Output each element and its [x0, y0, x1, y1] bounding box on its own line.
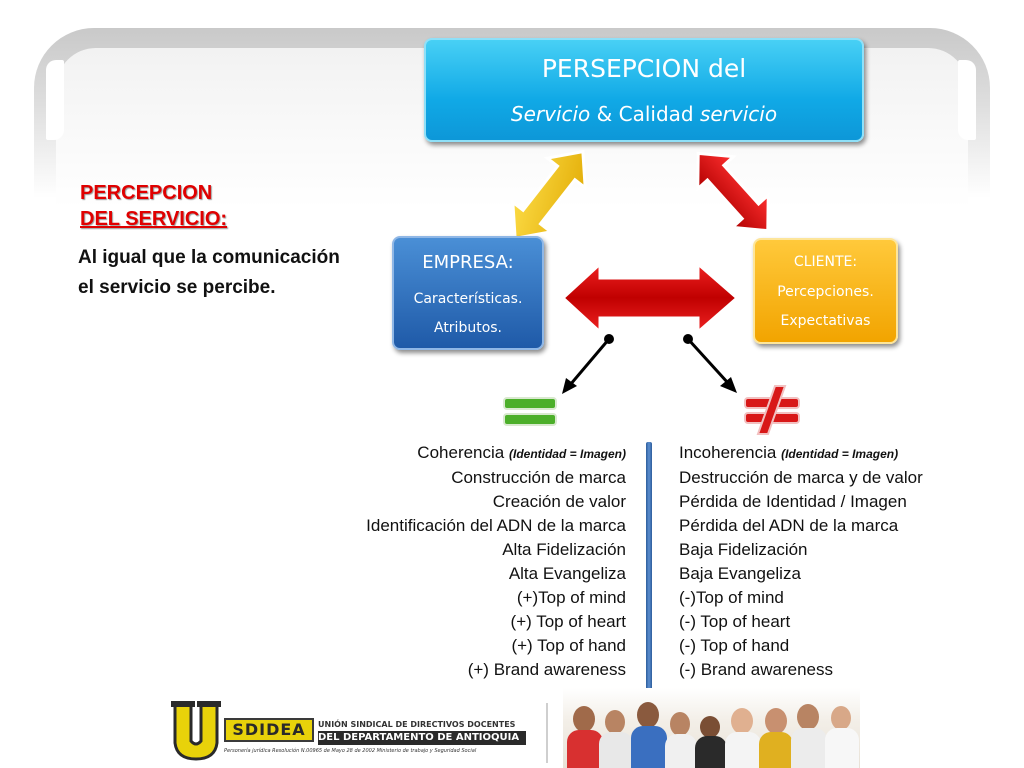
left-heading-line1: PERCEPCION	[80, 182, 213, 204]
coherence-item: (+) Top of hand	[511, 636, 626, 655]
incoherence-item: Destrucción de marca y de valor	[679, 468, 923, 487]
coherence-note: (Identidad = Imagen)	[508, 447, 626, 461]
title-calidad: & Calidad	[596, 102, 694, 126]
empresa-box: EMPRESA: Características. Atributos.	[392, 236, 544, 350]
coherence-column: Coherencia (Identidad = Imagen) Construc…	[290, 441, 626, 682]
incoherence-column: Incoherencia (Identidad = Imagen) Destru…	[679, 441, 999, 682]
incoherence-item: Pérdida del ADN de la marca	[679, 516, 899, 535]
incoherence-item: (-) Top of heart	[679, 612, 791, 631]
org-legal-line: Personería jurídica Resolución N.00965 d…	[224, 748, 477, 754]
incoherence-item: (-)Top of mind	[679, 588, 784, 607]
cliente-line2: Expectativas	[780, 313, 871, 329]
cliente-box: CLIENTE: Percepciones. Expectativas	[753, 238, 898, 344]
coherence-item: Alta Fidelización	[502, 540, 626, 559]
incoherence-item: (-) Brand awareness	[679, 660, 834, 679]
incoherence-item: Baja Fidelización	[679, 540, 808, 559]
right-pointer-line	[683, 334, 737, 393]
org-name-line2: DEL DEPARTAMENTO DE ANTIOQUIA	[318, 731, 526, 745]
usdidea-logo-text: SDIDEA	[224, 718, 314, 742]
left-pointer-line	[562, 334, 614, 394]
coherence-first-row: Coherencia (Identidad = Imagen)	[290, 441, 626, 466]
incoherence-item: Pérdida de Identidad / Imagen	[679, 492, 907, 511]
usdidea-logo-u	[171, 701, 221, 761]
frame-right-notch	[958, 60, 976, 140]
red-diagonal-double-arrow	[696, 151, 770, 233]
title-line1: PERSEPCION del	[541, 54, 747, 83]
incoherence-label: Incoherencia	[679, 443, 777, 462]
cliente-title: CLIENTE:	[793, 254, 858, 270]
footer-separator	[546, 703, 548, 763]
empresa-line1: Características.	[413, 291, 523, 307]
coherence-item: Alta Evangeliza	[508, 564, 626, 583]
column-divider	[646, 442, 652, 696]
title-servicio-2: servicio	[699, 102, 778, 126]
coherence-item: (+) Brand awareness	[467, 660, 626, 679]
incoherence-item: (-) Top of hand	[679, 636, 790, 655]
title-line2: Servicio & Calidad servicio	[426, 102, 862, 126]
coherence-item: (+) Top of heart	[510, 612, 626, 631]
title-servicio: Servicio	[510, 102, 591, 126]
left-heading-line2: DEL SERVICIO:	[80, 208, 228, 230]
cliente-line1: Percepciones.	[777, 284, 874, 300]
coherence-item: Construcción de marca	[451, 468, 626, 487]
empresa-line2: Atributos.	[433, 320, 503, 336]
not-equal-sign-icon	[744, 385, 800, 435]
org-name-line1: UNIÓN SINDICAL DE DIRECTIVOS DOCENTES	[318, 720, 516, 729]
left-body-text: Al igual que la comunicación el servicio…	[78, 247, 340, 298]
title-box: PERSEPCION del Servicio & Calidad servic…	[424, 38, 864, 142]
coherence-item: Creación de valor	[492, 492, 626, 511]
yellow-double-arrow	[511, 149, 587, 241]
frame-left-notch	[46, 60, 64, 140]
red-horizontal-double-arrow	[560, 260, 740, 336]
left-heading: PERCEPCION DEL SERVICIO:	[80, 180, 300, 232]
empresa-title: EMPRESA:	[422, 252, 514, 273]
group-photo	[563, 688, 860, 768]
coherence-item: Identificación del ADN de la marca	[366, 516, 626, 535]
coherence-label: Coherencia	[417, 443, 505, 462]
coherence-item: (+)Top of mind	[516, 588, 626, 607]
incoherence-first-row: Incoherencia (Identidad = Imagen)	[679, 441, 999, 466]
incoherence-item: Baja Evangeliza	[679, 564, 801, 583]
incoherence-note: (Identidad = Imagen)	[781, 447, 899, 461]
equal-sign-icon	[503, 397, 557, 426]
